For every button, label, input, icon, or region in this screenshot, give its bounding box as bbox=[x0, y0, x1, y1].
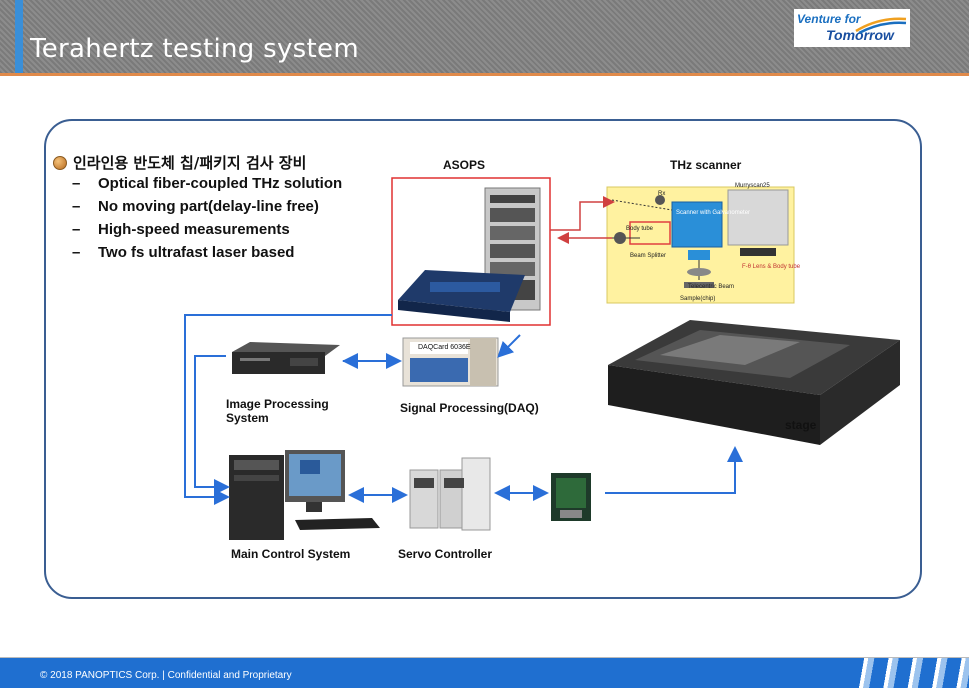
label-main-control: Main Control System bbox=[231, 547, 351, 561]
motor-driver bbox=[551, 473, 591, 521]
footer-bar: © 2018 PANOPTICS Corp. | Confidential an… bbox=[0, 658, 969, 688]
label-signal-processing: Signal Processing(DAQ) bbox=[400, 401, 539, 415]
bullet-item: –Two fs ultrafast laser based bbox=[72, 244, 295, 261]
svg-text:Sample(chip): Sample(chip) bbox=[680, 296, 715, 302]
header-rule bbox=[0, 73, 969, 76]
daq-card bbox=[402, 337, 499, 387]
footer-stripes bbox=[850, 658, 969, 688]
svg-text:Scanner with Galvanometer: Scanner with Galvanometer bbox=[676, 210, 750, 216]
footer-copyright: © 2018 PANOPTICS Corp. | Confidential an… bbox=[40, 670, 292, 681]
logo-swoosh-icon bbox=[855, 17, 907, 35]
label-thz-scanner: THz scanner bbox=[670, 158, 742, 172]
svg-text:Beam Splitter: Beam Splitter bbox=[630, 253, 666, 259]
bullet-item: –Optical fiber-coupled THz solution bbox=[72, 175, 343, 192]
svg-text:Telecentric Beam: Telecentric Beam bbox=[688, 284, 734, 290]
svg-text:Rx: Rx bbox=[658, 191, 665, 197]
svg-text:F-θ Lens & Body tube: F-θ Lens & Body tube bbox=[742, 264, 801, 270]
main-control-pc bbox=[229, 450, 380, 540]
svg-text:Murryscan25: Murryscan25 bbox=[735, 183, 770, 189]
bullet-heading: 인라인용 반도체 칩/패키지 검사 장비 bbox=[53, 152, 306, 173]
label-stage: stage bbox=[785, 418, 817, 432]
daq-card-label: DAQCard 6036E bbox=[418, 344, 471, 351]
page-title: Terahertz testing system bbox=[30, 34, 359, 64]
bullet-item: –High-speed measurements bbox=[72, 221, 290, 238]
label-asops: ASOPS bbox=[443, 158, 486, 172]
thz-scanner-diagram bbox=[606, 186, 795, 304]
label-servo-controller: Servo Controller bbox=[398, 547, 493, 561]
stage-unit bbox=[608, 320, 900, 445]
servo-controller bbox=[409, 457, 491, 531]
logo-line1: Venture for bbox=[797, 12, 861, 26]
bullet-heading-text: 인라인용 반도체 칩/패키지 검사 장비 bbox=[73, 154, 307, 172]
footer-rule bbox=[0, 657, 969, 658]
svg-text:Body tube: Body tube bbox=[626, 226, 654, 232]
scanner-labels: Rx Body tube Scanner with Galvanometer B… bbox=[626, 183, 801, 302]
connection-lines bbox=[184, 314, 743, 505]
bullet-item: –No moving part(delay-line free) bbox=[72, 198, 319, 215]
header-accent bbox=[15, 0, 23, 73]
logo-line2: Tomorrow bbox=[826, 27, 894, 43]
bullet-dot-icon bbox=[53, 155, 67, 170]
image-processing-server bbox=[232, 342, 340, 374]
asops-unit bbox=[391, 177, 551, 326]
venture-logo: Venture for Tomorrow bbox=[794, 9, 910, 47]
